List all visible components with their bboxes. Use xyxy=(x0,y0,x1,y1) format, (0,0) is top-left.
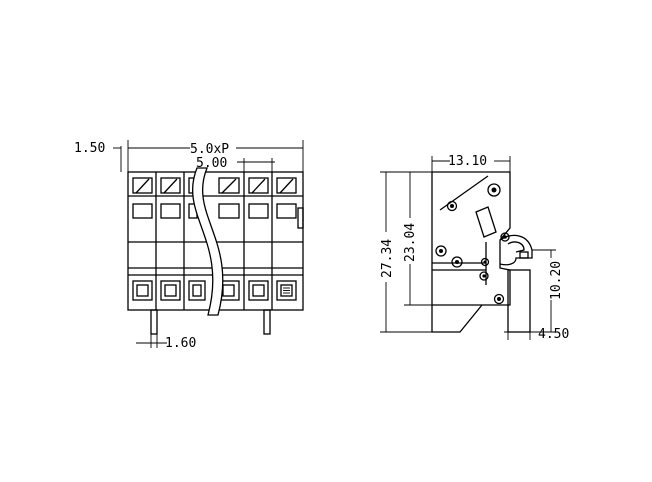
dim-pin-offset-label: 4.50 xyxy=(538,327,569,342)
dim-pitch-5-00 xyxy=(237,158,275,172)
front-pins xyxy=(150,309,271,335)
dim-height-body-23-04 xyxy=(404,172,432,306)
dim-height-body-label: 23.04 xyxy=(403,223,418,262)
dim-depth-label: 13.10 xyxy=(448,154,487,169)
dim-edge-1-50 xyxy=(113,146,122,172)
front-release-slots xyxy=(132,177,297,194)
front-view: 1.50 5.0xP 5.00 1.60 xyxy=(74,140,304,351)
front-break-symbol xyxy=(192,167,224,316)
side-wire-slot xyxy=(475,206,497,238)
side-view: 13.10 27.34 23.04 10.20 xyxy=(380,154,569,342)
dim-pin-offset-4-50 xyxy=(504,331,540,340)
dim-height-total-label: 27.34 xyxy=(380,239,395,278)
side-body-outline xyxy=(431,171,511,333)
front-test-windows xyxy=(132,203,297,219)
side-holes xyxy=(435,183,510,305)
side-clamp-inner xyxy=(507,241,525,253)
dim-pin-1-60 xyxy=(136,334,167,348)
dim-pitch-label: 5.00 xyxy=(196,156,227,171)
side-clamp-outline xyxy=(499,234,533,266)
front-wire-entries xyxy=(132,280,297,301)
dim-pin-height-label: 10.20 xyxy=(549,261,564,300)
side-pin xyxy=(507,269,531,333)
dim-depth-13-10 xyxy=(431,156,511,172)
dim-total-label: 5.0xP xyxy=(190,142,229,157)
dim-height-total-27-34 xyxy=(380,171,432,333)
dim-total-5-0xp xyxy=(127,140,304,172)
side-clamp-block xyxy=(519,251,529,259)
front-column-dividers xyxy=(155,172,273,310)
dim-pin-label: 1.60 xyxy=(165,336,196,351)
front-side-tab xyxy=(297,207,304,229)
dim-edge-label: 1.50 xyxy=(74,141,105,156)
